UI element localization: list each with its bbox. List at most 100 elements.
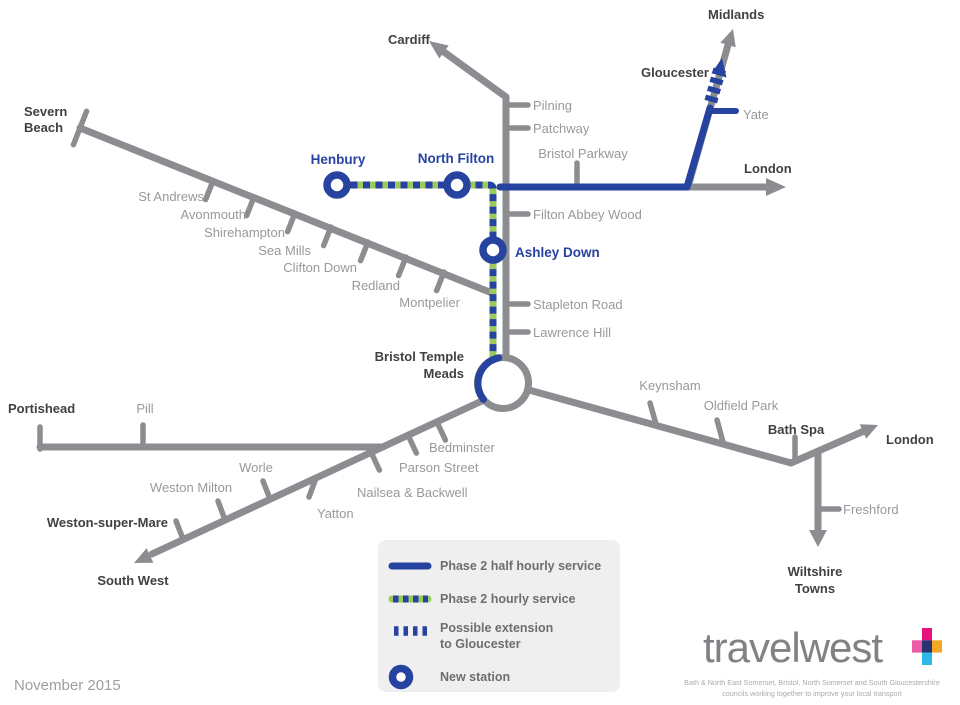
travelwest-wordmark: travelwest [703, 624, 883, 671]
phase2-hourly-route [334, 181, 497, 361]
severn-beach-line [76, 124, 496, 297]
hourly-route-blue-dashes [338, 181, 497, 357]
london-east-label: London [886, 432, 934, 447]
legend-new-station-ring [388, 664, 414, 690]
lawrence-hill-label: Lawrence Hill [533, 325, 611, 340]
legend-item-label-line2: to Gloucester [440, 637, 521, 651]
london-east-arrow [859, 424, 878, 439]
hourly-route-green-base [334, 181, 497, 361]
shirehampton-label: Shirehampton [204, 225, 285, 240]
yatton-label: Yatton [317, 506, 354, 521]
extension-dash [706, 85, 722, 95]
legend-item-label-line1: Possible extension [440, 621, 553, 635]
sea-mills-label: Sea Mills [258, 243, 311, 258]
bedminster-tick [434, 419, 449, 443]
severn-beach-label-line2: Beach [24, 120, 63, 135]
st-andrews-label: St Andrews [138, 189, 204, 204]
extension-dash [709, 76, 724, 86]
freshford-label: Freshford [843, 502, 899, 517]
bristol-parkway-label: Bristol Parkway [538, 146, 628, 161]
plus-center [922, 640, 932, 653]
oldfield-park-tick [714, 417, 726, 445]
st-andrews-tick [202, 178, 216, 203]
weston-super-mare-tick [173, 518, 186, 542]
cardiff-corridor-line [440, 48, 510, 361]
severn-beach-endcap [70, 108, 90, 148]
north-filton-label: North Filton [418, 151, 494, 166]
gloucester-extension [704, 58, 727, 104]
legend-item-label: Phase 2 hourly service [440, 592, 576, 606]
plus-top-arm [922, 628, 932, 641]
london-north-label: London [744, 161, 792, 176]
severn-beach-label-line1: Severn [24, 104, 67, 119]
logo-tagline-line2: councils working together to improve you… [722, 689, 902, 698]
bristol-temple-meads-label-line2: Meads [424, 366, 464, 381]
half-hourly-route [496, 104, 714, 191]
weston-milton-tick [215, 498, 228, 523]
temple-meads-blue-arc-top [474, 354, 503, 403]
cardiff-arrow [429, 41, 449, 59]
yate-label: Yate [743, 107, 769, 122]
worle-tick [260, 478, 273, 502]
travelwest-plus-icon [912, 628, 942, 665]
pilning-label: Pilning [533, 98, 572, 113]
wiltshire-towns-label-line2: Towns [795, 581, 835, 596]
legend-item-label: Phase 2 half hourly service [440, 559, 601, 573]
cardiff-label: Cardiff [388, 32, 431, 47]
worle-label: Worle [239, 460, 273, 475]
map-labels: Cardiff Midlands Gloucester Yate London … [8, 7, 934, 596]
wiltshire-towns-label-line1: Wiltshire [788, 564, 843, 579]
wiltshire-arrow [809, 530, 827, 547]
redland-tick [395, 254, 409, 279]
filton-abbey-wood-label: Filton Abbey Wood [533, 207, 642, 222]
patchway-label: Patchway [533, 121, 590, 136]
plus-right-arm [932, 640, 942, 653]
portishead-label: Portishead [8, 401, 75, 416]
stapleton-road-label: Stapleton Road [533, 297, 623, 312]
avonmouth-label: Avonmouth [180, 207, 246, 222]
london-north-arrow [766, 178, 786, 196]
parson-street-tick [405, 432, 420, 456]
gloucester-extension-arrow [711, 58, 727, 78]
london-east-line [787, 427, 868, 467]
travelwest-logo: travelwest Bath & North East Somerset, B… [684, 624, 942, 698]
oldfield-park-label: Oldfield Park [704, 398, 779, 413]
nailsea-backwell-label: Nailsea & Backwell [357, 485, 468, 500]
nailsea-backwell-tick [368, 449, 383, 473]
keynsham-tick [647, 400, 659, 427]
weston-super-mare-label: Weston-super-Mare [47, 515, 168, 530]
ashley-down-label: Ashley Down [515, 245, 600, 260]
clifton-down-label: Clifton Down [283, 260, 357, 275]
montpelier-tick [433, 269, 447, 294]
henbury-label: Henbury [311, 152, 366, 167]
yatton-tick [306, 475, 319, 500]
redland-label: Redland [352, 278, 400, 293]
pill-label: Pill [136, 401, 153, 416]
bedminster-label: Bedminster [429, 440, 495, 455]
midlands-arrow [720, 29, 736, 48]
legend-box [378, 540, 620, 692]
clifton-down-tick [357, 239, 371, 264]
south-west-arrow [134, 548, 154, 563]
bristol-temple-meads-label-line1: Bristol Temple [375, 349, 464, 364]
station-markers [323, 171, 532, 412]
montpelier-label: Montpelier [399, 295, 460, 310]
bath-spa-label: Bath Spa [768, 422, 825, 437]
extension-dash [704, 94, 719, 104]
weston-milton-label: Weston Milton [150, 480, 232, 495]
ashley-down-new-station-ring [479, 236, 507, 264]
sea-mills-tick [320, 224, 334, 249]
midlands-label: Midlands [708, 7, 764, 22]
map-date: November 2015 [14, 677, 121, 694]
south-west-label: South West [97, 573, 169, 588]
keynsham-label: Keynsham [639, 378, 700, 393]
shirehampton-tick [284, 210, 298, 235]
henbury-new-station-ring [323, 171, 351, 199]
parson-street-label: Parson Street [399, 460, 479, 475]
plus-left-arm [912, 640, 922, 653]
gloucester-label: Gloucester [641, 65, 709, 80]
north-filton-new-station-ring [443, 171, 471, 199]
bath-line [525, 386, 795, 467]
